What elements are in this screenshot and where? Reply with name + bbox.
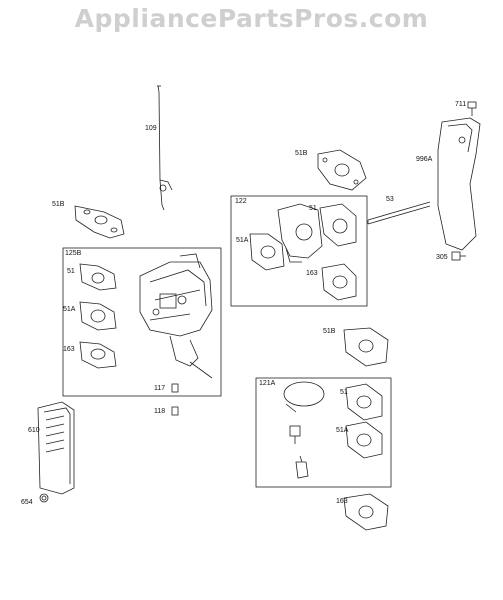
label-51b-left: 51B: [52, 201, 65, 208]
box-125b: [62, 247, 222, 397]
gasket-51-mid: [319, 203, 357, 247]
needle-spring: [285, 403, 297, 413]
needle-valve: [289, 425, 301, 444]
screw-654: [39, 493, 49, 503]
gasket-51a-left: [79, 301, 117, 331]
gasket-51a-mid: [249, 233, 285, 271]
label-51a-left: 51A: [63, 306, 76, 313]
bowl-nut: [295, 455, 309, 479]
label-51b-right: 51B: [323, 328, 336, 335]
bracket-996a: [437, 117, 481, 251]
watermark: AppliancePartsPros.com: [74, 4, 429, 33]
label-109: 109: [145, 125, 157, 132]
label-51a-mid: 51A: [236, 237, 249, 244]
gasket-51b-left: [74, 205, 125, 239]
label-305: 305: [436, 254, 448, 261]
o-ring: [283, 381, 325, 407]
label-163-mid: 163: [306, 270, 318, 277]
carburetor: [139, 253, 213, 379]
stud-53: [367, 201, 431, 225]
label-51a-right: 51A: [336, 427, 349, 434]
fitting-117: [171, 383, 179, 393]
box-122: [230, 195, 368, 307]
carb-spacer: [277, 203, 323, 263]
label-711: 711: [455, 101, 467, 108]
label-121a: 121A: [259, 380, 276, 387]
label-163-bottom: 163: [336, 498, 348, 505]
label-51b-top: 51B: [295, 150, 308, 157]
gasket-163-mid: [321, 263, 357, 301]
box-121a: [255, 377, 392, 488]
label-122: 122: [235, 198, 247, 205]
label-51-right: 51: [340, 389, 348, 396]
gasket-51b-right: [343, 327, 389, 367]
label-53: 53: [386, 196, 394, 203]
filter-housing-610: [37, 401, 75, 495]
label-996a: 996A: [416, 156, 433, 163]
label-125b: 125B: [65, 250, 82, 257]
gasket-51b-top: [317, 149, 367, 191]
screw-305: [451, 251, 466, 261]
gasket-51a-right: [345, 421, 383, 459]
fitting-118: [171, 406, 179, 416]
label-163-left: 163: [63, 346, 75, 353]
gasket-51-left: [79, 263, 117, 291]
screw-711: [467, 101, 477, 116]
label-51-mid: 51: [309, 205, 317, 212]
label-654: 654: [21, 499, 33, 506]
gasket-51-right: [345, 383, 383, 421]
label-118: 118: [154, 408, 166, 415]
throttle-link-109: [157, 85, 173, 211]
label-610: 610: [28, 427, 40, 434]
label-117: 117: [154, 385, 166, 392]
label-51-left: 51: [67, 268, 75, 275]
gasket-163-left: [79, 341, 117, 369]
gasket-163-bottom: [343, 493, 389, 531]
